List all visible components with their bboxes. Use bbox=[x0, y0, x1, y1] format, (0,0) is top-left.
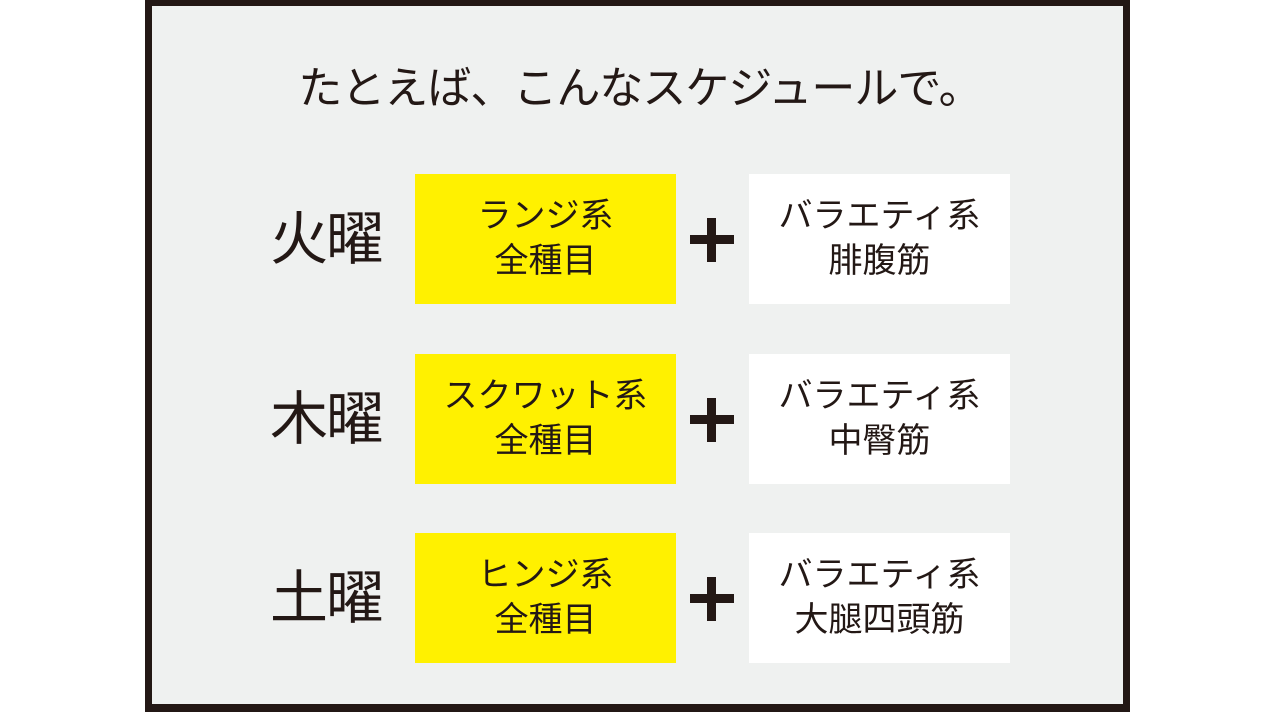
day-label: 火曜 bbox=[270, 205, 384, 273]
page-title: たとえば、こんなスケジュールで。 bbox=[298, 63, 982, 114]
secondary-exercise-target: 中臀筋 bbox=[828, 421, 931, 461]
secondary-exercise-box: バラエティ系 大腿四頭筋 bbox=[749, 533, 1010, 663]
secondary-exercise-target: 大腿四頭筋 bbox=[794, 600, 965, 640]
schedule-row-thursday: 木曜 スクワット系 全種目 バラエティ系 中臀筋 bbox=[0, 354, 1280, 484]
plus-icon bbox=[690, 398, 734, 442]
schedule-row-saturday: 土曜 ヒンジ系 全種目 バラエティ系 大腿四頭筋 bbox=[0, 533, 1280, 663]
primary-exercise-type: ヒンジ系 bbox=[477, 555, 614, 595]
primary-exercise-scope: 全種目 bbox=[494, 241, 597, 281]
schedule-row-tuesday: 火曜 ランジ系 全種目 バラエティ系 腓腹筋 bbox=[0, 174, 1280, 304]
day-label: 土曜 bbox=[270, 564, 384, 632]
primary-exercise-type: スクワット系 bbox=[443, 376, 648, 416]
primary-exercise-box: ランジ系 全種目 bbox=[415, 174, 676, 304]
primary-exercise-scope: 全種目 bbox=[494, 600, 597, 640]
secondary-exercise-box: バラエティ系 中臀筋 bbox=[749, 354, 1010, 484]
plus-icon bbox=[690, 577, 734, 621]
day-label: 木曜 bbox=[270, 385, 384, 453]
secondary-exercise-type: バラエティ系 bbox=[778, 376, 981, 416]
plus-icon bbox=[690, 218, 734, 262]
secondary-exercise-box: バラエティ系 腓腹筋 bbox=[749, 174, 1010, 304]
primary-exercise-type: ランジ系 bbox=[477, 196, 614, 236]
primary-exercise-box: ヒンジ系 全種目 bbox=[415, 533, 676, 663]
primary-exercise-scope: 全種目 bbox=[494, 421, 597, 461]
secondary-exercise-type: バラエティ系 bbox=[778, 196, 981, 236]
secondary-exercise-type: バラエティ系 bbox=[778, 555, 981, 595]
primary-exercise-box: スクワット系 全種目 bbox=[415, 354, 676, 484]
secondary-exercise-target: 腓腹筋 bbox=[828, 241, 931, 281]
